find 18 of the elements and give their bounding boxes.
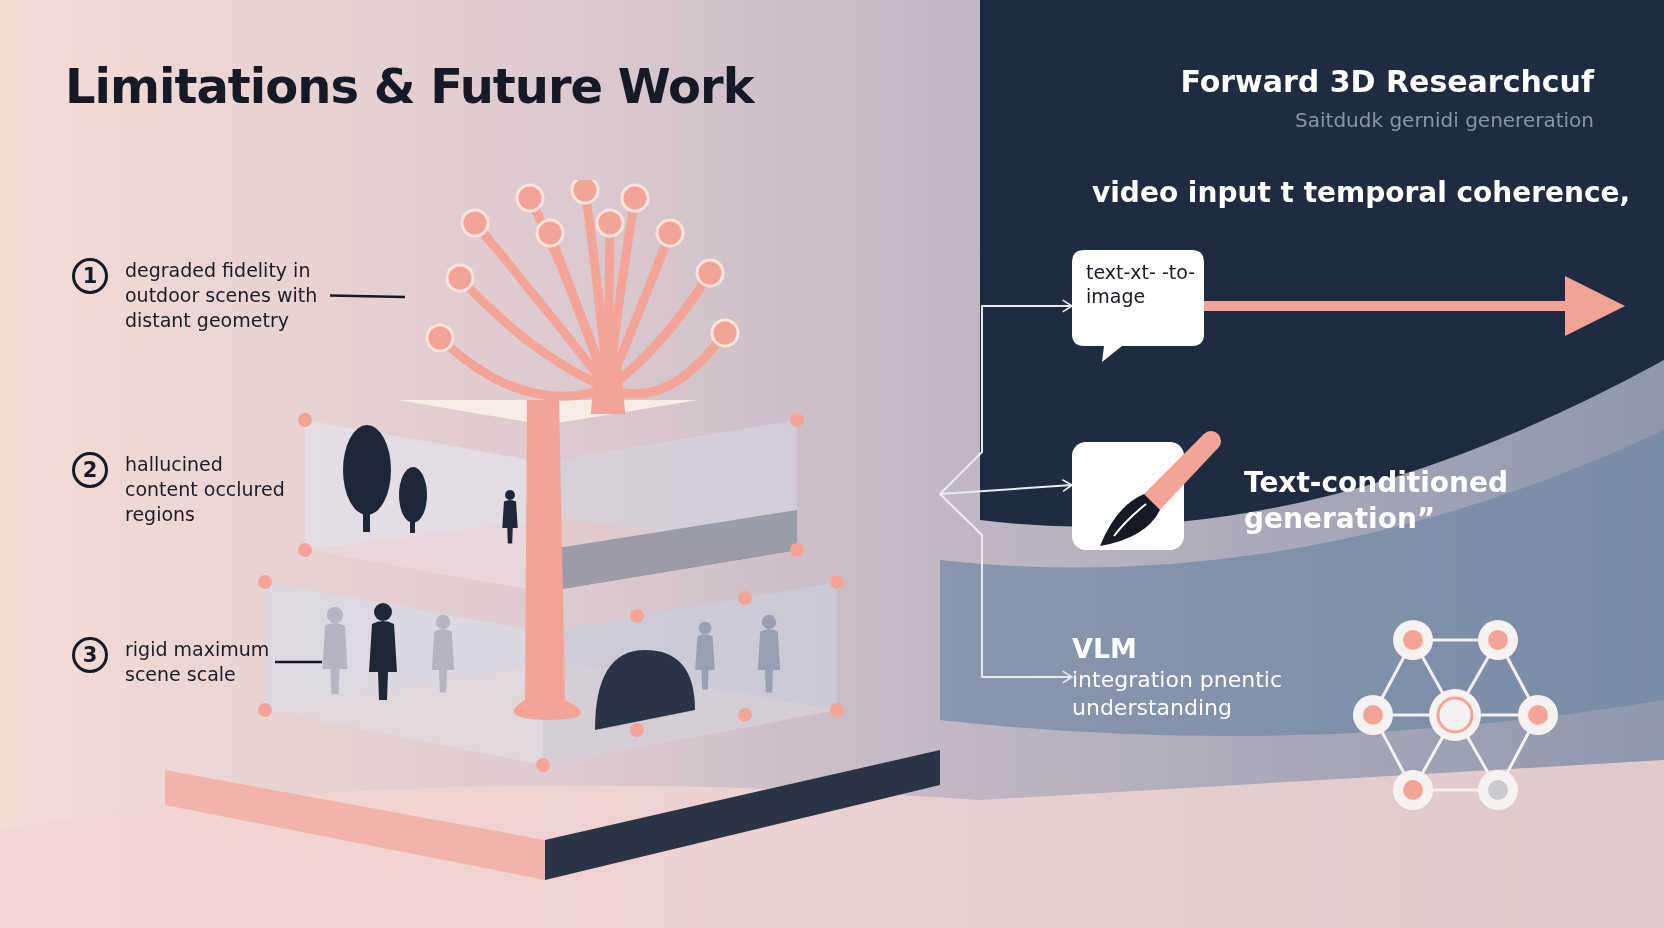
arrow xyxy=(939,479,1073,495)
callout-text: hallucined content occlured regions xyxy=(125,452,286,527)
title: Limitations & Future Work xyxy=(65,58,754,114)
arrow xyxy=(939,299,1073,495)
callout-number: 3 xyxy=(72,637,108,673)
bubble-text: text-xt- -to-image xyxy=(1086,260,1196,308)
subheading: Saitdudk gernidi genereration xyxy=(1295,108,1594,132)
callout-number: 1 xyxy=(72,258,108,294)
callout-number: 2 xyxy=(72,452,108,488)
arrow xyxy=(939,493,1073,684)
heading: Forward 3D Researchcuf xyxy=(1180,64,1594,99)
section-heading: video input t temporal coherence, xyxy=(1092,176,1631,209)
callout-text: rigid maximum scene scale xyxy=(125,637,271,687)
node-heading: VLM xyxy=(1072,632,1138,666)
node-text: integration pnentic understanding xyxy=(1072,666,1284,722)
leader-line xyxy=(275,660,322,664)
leader-line xyxy=(329,294,406,299)
callout-text: degraded fidelity in outdoor scenes with distant geometry xyxy=(125,258,319,333)
